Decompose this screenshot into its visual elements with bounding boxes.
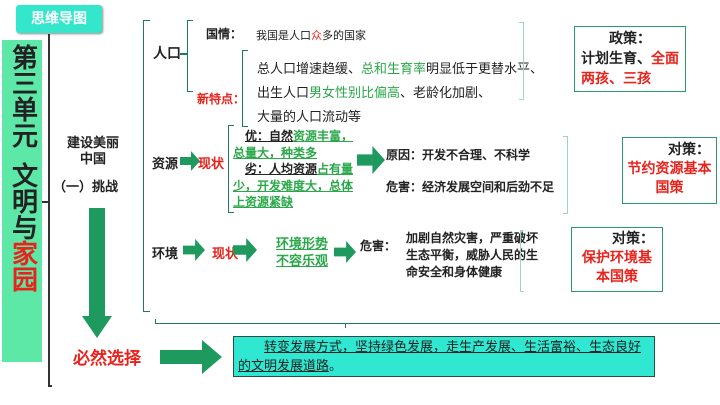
- connector: [48, 385, 52, 387]
- connector: [42, 201, 48, 203]
- resources-detail: 优：自然资源丰富，总量大，种类多 劣：人均资源占有量少，开发难度大，总体上资源紧…: [233, 129, 354, 209]
- unit-name-red: 家园: [7, 240, 38, 292]
- feature-line-2: 出生人口男女性别比偏高、老龄化加剧、: [257, 86, 492, 101]
- unit-title-bar: 第三单元文明与家园: [2, 40, 42, 362]
- right-arrow-icon: [183, 238, 205, 262]
- resources-policy-bracket: [563, 136, 568, 214]
- policy-title: 对策：: [668, 142, 710, 158]
- environment-situation: 环境形势不容乐观: [276, 237, 329, 269]
- population-bracket: [187, 20, 193, 92]
- feature-line-3: 大量的人口流动等: [257, 110, 362, 125]
- resources-cause: 原因：开发不合理、不科学: [386, 148, 531, 162]
- right-arrow-icon: [334, 239, 356, 265]
- mindmap-button[interactable]: 思维导图: [16, 5, 102, 33]
- right-arrow-icon: [160, 340, 222, 374]
- topic-subtitle: （一）挑战: [53, 180, 119, 195]
- situation-text: 我国是人口众多的国家: [256, 29, 366, 42]
- topic-title: 建设美丽中国: [66, 136, 119, 167]
- environment-policy-box: 对策： 保护环境基本国策: [571, 227, 663, 292]
- resources-bracket: [228, 125, 234, 213]
- policy-title: 政策：: [609, 31, 651, 47]
- unit-name: 文明与: [7, 162, 38, 240]
- new-features-label: 新特点：: [197, 92, 246, 106]
- situation-label: 国情：: [206, 27, 243, 41]
- bottom-brace: [155, 319, 720, 324]
- necessary-choice-label: 必然选择: [73, 349, 141, 369]
- choice-box: 转变发展方式，坚持绿色发展，走生产发展、生活富裕、生态良好的文明发展道路。: [233, 336, 655, 377]
- feature-line-1: 总人口增速趋缓、总和生育率明显低于更替水平、: [257, 62, 544, 77]
- right-arrow-icon: [357, 140, 385, 180]
- environment-harm-label: 危害：: [360, 239, 397, 253]
- connector: [180, 53, 187, 55]
- resources-status: 现状: [198, 157, 225, 172]
- policy-bracket: [519, 22, 524, 100]
- resources-policy-box: 对策： 节约资源基本国策: [622, 137, 717, 204]
- right-arrow-icon: [180, 150, 200, 172]
- right-arrow-icon: [233, 238, 257, 262]
- resources-label: 资源: [152, 157, 179, 172]
- resources-harm: 危害：经济发展空间和后劲不足: [386, 180, 555, 194]
- choice-end: 。: [329, 359, 343, 374]
- population-label: 人口: [153, 46, 181, 62]
- population-policy-box: 政策： 计划生育、全面两孩、三孩: [574, 26, 686, 92]
- choice-text: 转变发展方式，坚持绿色发展，走生产发展、生活富裕、生态良好的文明发展道路: [238, 340, 642, 374]
- main-vertical-line: [48, 34, 50, 385]
- policy-text-red: 全面两孩、三孩: [581, 51, 679, 87]
- environment-harm-text: 加剧自然灾害，严重破坏生态平衡，威胁人民的生命安全和身体健康: [406, 231, 539, 279]
- policy-text: 节约资源基本国策: [627, 161, 712, 196]
- down-arrow-icon: [82, 208, 112, 338]
- policy-text: 计划生育、: [581, 51, 651, 67]
- unit-number: 第三单元: [7, 44, 38, 148]
- environment-status: 现状: [212, 247, 239, 262]
- policy-title: 对策：: [612, 231, 654, 247]
- environment-policy-bracket: [520, 230, 524, 292]
- environment-label: 环境: [152, 247, 179, 262]
- connector: [345, 323, 346, 328]
- challenges-bracket: [143, 20, 150, 312]
- policy-text: 保护环境基本国策: [582, 250, 652, 285]
- features-bracket: [242, 50, 248, 127]
